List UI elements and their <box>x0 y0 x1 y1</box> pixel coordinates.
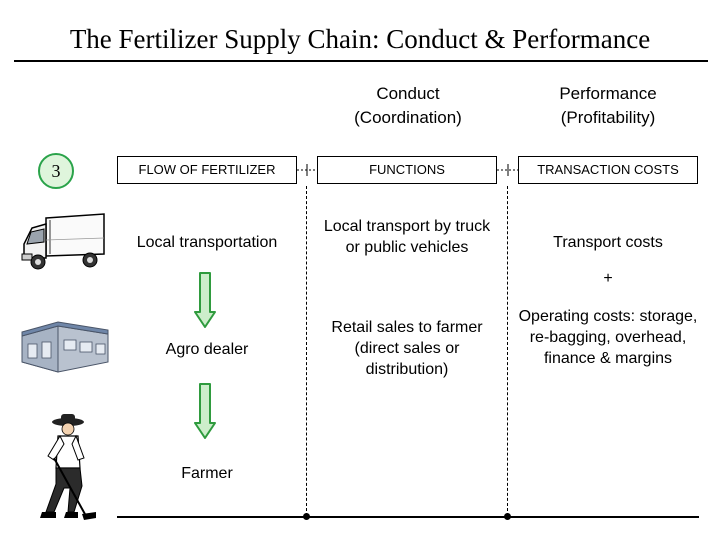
divider-right <box>507 186 508 516</box>
cost-plus-sign: + <box>603 270 613 287</box>
shop-building-icon <box>21 321 109 373</box>
divider-right-dot <box>504 513 511 520</box>
transaction-costs-box: TRANSACTION COSTS <box>518 156 698 184</box>
flow-local-transportation: Local transportation <box>136 234 278 251</box>
functions-box: FUNCTIONS <box>317 156 497 184</box>
down-arrow-icon <box>194 383 216 439</box>
title-underline <box>14 60 708 62</box>
conduct-header-line1: Conduct <box>376 84 440 103</box>
performance-header-line2: (Profitability) <box>560 108 656 127</box>
cost-transport: Transport costs <box>553 234 663 251</box>
slide-number-badge: 3 <box>38 153 74 189</box>
flow-agro-dealer: Agro dealer <box>165 341 249 358</box>
flow-farmer: Farmer <box>181 465 233 482</box>
cost-operating: Operating costs: storage, re-bagging, ov… <box>518 308 698 367</box>
farmer-hoeing-icon <box>40 414 96 520</box>
divider-left-dot <box>303 513 310 520</box>
function-retail-sales: Retail sales to farmer (direct sales or … <box>331 319 483 378</box>
performance-header: Performance (Profitability) <box>518 82 698 130</box>
performance-header-line1: Performance <box>559 84 657 103</box>
divider-left <box>306 186 307 516</box>
box-connector-left <box>297 164 317 176</box>
conduct-header-line2: (Coordination) <box>354 108 462 127</box>
conduct-header: Conduct (Coordination) <box>318 82 498 130</box>
down-arrow-icon <box>194 272 216 328</box>
slide-title: The Fertilizer Supply Chain: Conduct & P… <box>69 24 651 54</box>
box-connector-right <box>497 164 518 176</box>
truck-icon <box>21 213 105 270</box>
bottom-rule <box>117 516 699 518</box>
flow-of-fertilizer-box: FLOW OF FERTILIZER <box>117 156 297 184</box>
function-local-transport: Local transport by truck or public vehic… <box>323 218 491 256</box>
